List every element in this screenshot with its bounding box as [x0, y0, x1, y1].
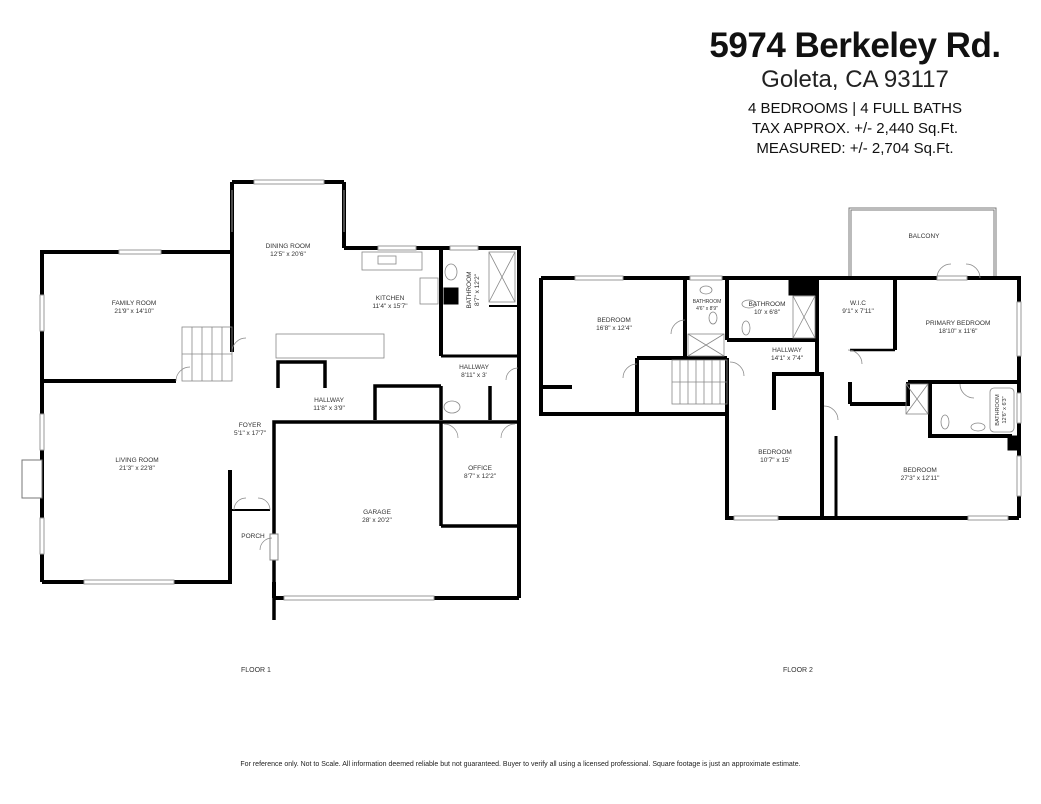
address-title: 5974 Berkeley Rd.: [709, 26, 1001, 65]
room-label: 10' x 6'8": [754, 309, 781, 316]
room-label: BEDROOM: [597, 317, 631, 324]
floor-1-plan: FAMILY ROOM 21'9" x 14'10" DINING ROOM 1…: [21, 179, 521, 620]
room-label: PRIMARY BEDROOM: [926, 320, 991, 327]
room-name: FAMILY ROOM: [112, 300, 157, 307]
room-label: 11'8" x 3'9": [313, 405, 345, 412]
beds-baths: 4 BEDROOMS | 4 FULL BATHS: [748, 100, 962, 117]
room-label: 9'1" x 7'11": [842, 308, 874, 315]
room-label: HALLWAY: [314, 397, 345, 404]
room-label: 28' x 20'2": [362, 517, 392, 524]
room-label: BATHROOM: [693, 299, 722, 305]
room-label: PORCH: [241, 533, 265, 540]
room-label: BALCONY: [908, 233, 940, 240]
room-label: 21'3" x 22'8": [119, 465, 155, 472]
room-label: 5'1" x 17'7": [234, 430, 267, 437]
room-label: 11'4" x 15'7": [372, 303, 408, 310]
measured-sqft: MEASURED: +/- 2,704 Sq.Ft.: [756, 140, 954, 157]
room-label: BEDROOM: [903, 467, 937, 474]
room-label: OFFICE: [468, 465, 492, 472]
room-label: HALLWAY: [772, 347, 803, 354]
room-label: 8'7" x 12'2": [464, 473, 497, 480]
window: [118, 249, 162, 255]
room-label: 4'6" x 8'9": [696, 306, 718, 312]
room-label: BATHROOM: [748, 301, 785, 308]
room-label: BEDROOM: [758, 449, 792, 456]
room-label: W.I.C: [850, 300, 866, 307]
stairs-icon: [181, 326, 233, 382]
floor-2-plan: BALCONY BEDROOM 16'8" x 12'4" BATHROOM 4…: [539, 207, 1022, 521]
room-label: 27'3" x 12'11": [901, 475, 940, 482]
floor-2-room-labels: BALCONY BEDROOM 16'8" x 12'4" BATHROOM 4…: [596, 233, 1008, 482]
disclaimer: For reference only. Not to Scale. All in…: [240, 761, 801, 768]
room-label: 16'8" x 12'4": [596, 325, 632, 332]
room-label: 18'10" x 11'6": [939, 328, 978, 335]
room-label: BATHROOM: [995, 394, 1001, 426]
room-label: HALLWAY: [459, 364, 490, 371]
room-label: DINING ROOM: [266, 243, 311, 250]
room-dims: 21'9" x 14'10": [114, 308, 154, 315]
room-label: LIVING ROOM: [115, 457, 158, 464]
dining-room-walls: [232, 180, 346, 248]
fixtures: [622, 263, 1015, 433]
room-label: FOYER: [239, 422, 262, 429]
room-label: BATHROOM: [466, 271, 473, 308]
room-label: 8'7" x 12'2": [474, 273, 481, 306]
floor-1-room-labels: FAMILY ROOM 21'9" x 14'10" DINING ROOM 1…: [112, 243, 497, 540]
living-room-walls: [42, 470, 519, 600]
room-label: 8'11" x 3': [461, 372, 487, 379]
room-label: GARAGE: [363, 509, 391, 516]
city-state-zip: Goleta, CA 93117: [761, 66, 949, 93]
fireplace-icon: [21, 459, 43, 499]
room-label: 10'7" x 15': [760, 457, 790, 464]
tax-sqft: TAX APPROX. +/- 2,440 Sq.Ft.: [751, 120, 959, 137]
balcony-outline: [848, 207, 997, 279]
family-room-walls: [40, 182, 234, 582]
room-label: 12'5" x 20'6": [270, 251, 306, 258]
floor-2-label: FLOOR 2: [783, 667, 813, 674]
door-swings: [175, 337, 519, 551]
room-label: 14'1" x 7'4": [771, 355, 804, 362]
room-label: 12'6" x 6'3": [1002, 396, 1008, 423]
floor-1-label: FLOOR 1: [241, 667, 271, 674]
room-label: KITCHEN: [376, 295, 405, 302]
